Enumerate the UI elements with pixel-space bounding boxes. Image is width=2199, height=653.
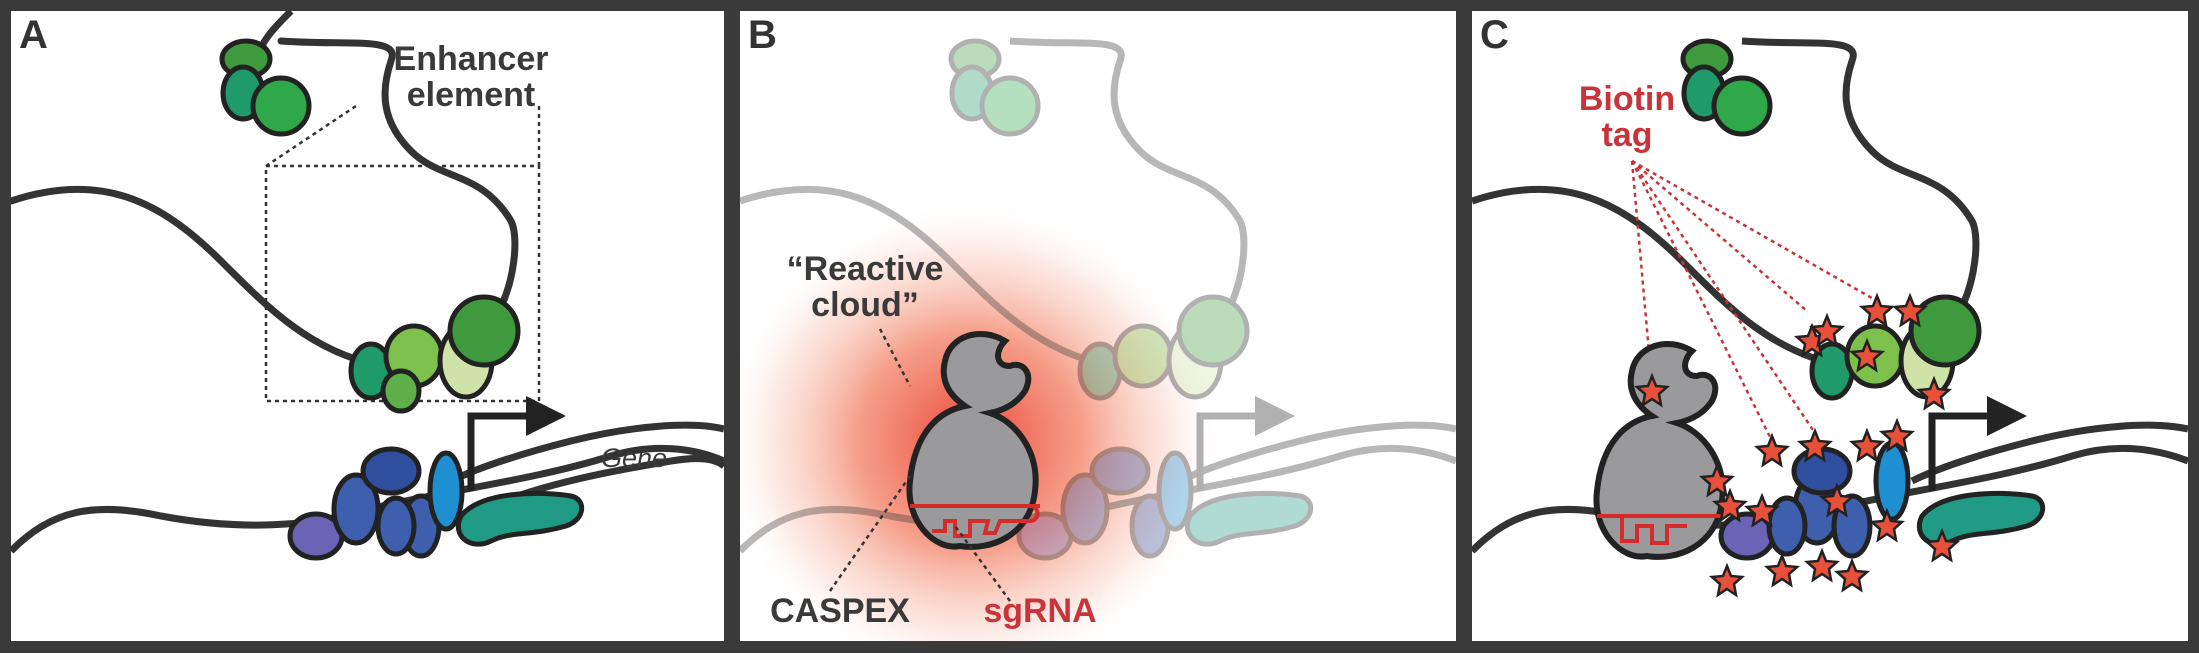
panel-c-diagram bbox=[1472, 37, 2188, 598]
gene-label: Gene bbox=[601, 443, 668, 473]
biotin-star bbox=[1833, 557, 1871, 593]
cloud-label-line1: “Reactive bbox=[786, 250, 944, 288]
biotin-stars bbox=[1633, 292, 1961, 598]
biotin-star bbox=[1633, 372, 1671, 408]
biotin-star bbox=[1891, 292, 1929, 328]
panel-b-diagram bbox=[740, 37, 1456, 641]
biotin-star bbox=[1848, 337, 1886, 373]
transcription-arrow-c bbox=[1928, 412, 1992, 491]
panel-c: C Biotin tag bbox=[1472, 11, 2188, 641]
protein-blue-4-c bbox=[1766, 495, 1808, 557]
biotin-star bbox=[1923, 527, 1961, 563]
protein-teal-polymerase-c bbox=[1916, 490, 2046, 547]
protein-green-top bbox=[250, 75, 312, 137]
enhancer-label: Enhancer element bbox=[371, 41, 571, 113]
protein-green-top-c bbox=[1711, 75, 1773, 137]
biotin-star bbox=[1915, 375, 1953, 411]
enhancer-box bbox=[264, 164, 541, 403]
biotin-pointers bbox=[1630, 159, 1878, 442]
panel-a-diagram bbox=[11, 11, 724, 561]
faded-context bbox=[740, 37, 1456, 561]
transcription-arrowhead bbox=[526, 396, 566, 436]
dna-gene-strand bbox=[449, 421, 724, 485]
panel-c-letter: C bbox=[1480, 13, 1509, 57]
biotin-star bbox=[1868, 507, 1906, 543]
caspex-complex bbox=[906, 330, 1039, 550]
protein-green-small-enh bbox=[380, 368, 422, 414]
caspex-label: CASPEX bbox=[770, 592, 910, 630]
protein-blue-1 bbox=[331, 472, 381, 546]
dna-gene-strand-c bbox=[1910, 421, 2188, 485]
protein-teal-polymerase bbox=[455, 490, 585, 547]
biotin-label-line1: Biotin bbox=[1578, 80, 1676, 118]
biotin-star bbox=[1743, 492, 1781, 528]
cloud-label: “Reactive cloud” bbox=[770, 251, 960, 323]
panel-b: B “Reactive cloud” CASPEX sgRNA bbox=[740, 11, 1456, 641]
transcription-arrowhead-c bbox=[1987, 396, 2027, 436]
enhancer-pointer-left bbox=[265, 104, 357, 168]
panel-a-letter: A bbox=[19, 13, 48, 57]
sgrna-hairpin-c bbox=[1620, 516, 1687, 545]
cloud-pointer bbox=[878, 328, 912, 387]
biotin-star bbox=[1878, 417, 1916, 453]
panel-a: A Enhancer element Gene bbox=[11, 11, 724, 641]
cloud-label-line2: cloud” bbox=[811, 286, 919, 324]
biotin-star bbox=[1796, 427, 1834, 463]
biotin-star bbox=[1711, 487, 1749, 523]
panel-b-letter: B bbox=[748, 13, 777, 57]
biotin-label-line2: tag bbox=[1601, 116, 1653, 154]
protein-blue-2 bbox=[360, 446, 422, 496]
protein-blue-light-c bbox=[1873, 440, 1911, 522]
protein-blue-light bbox=[427, 450, 465, 532]
transcription-arrow bbox=[467, 412, 531, 491]
protein-green-enh bbox=[447, 294, 521, 368]
caspex-complex-c bbox=[1593, 340, 1726, 560]
biotin-star bbox=[1763, 552, 1801, 588]
biotin-star bbox=[1808, 312, 1846, 348]
protein-green-enh-c bbox=[1908, 294, 1982, 368]
biotin-label: Biotin tag bbox=[1552, 81, 1702, 153]
biotin-star bbox=[1753, 432, 1791, 468]
biotin-star bbox=[1818, 482, 1856, 518]
biotin-star bbox=[1848, 427, 1886, 463]
biotin-star bbox=[1698, 462, 1736, 498]
protein-blue-4 bbox=[375, 495, 417, 557]
enhancer-label-line1: Enhancer bbox=[393, 40, 549, 78]
biotin-star bbox=[1858, 292, 1896, 328]
sgrna-label: sgRNA bbox=[983, 592, 1097, 630]
enhancer-label-line2: element bbox=[406, 76, 536, 114]
biotin-star bbox=[1803, 547, 1841, 583]
biotin-star bbox=[1708, 562, 1746, 598]
